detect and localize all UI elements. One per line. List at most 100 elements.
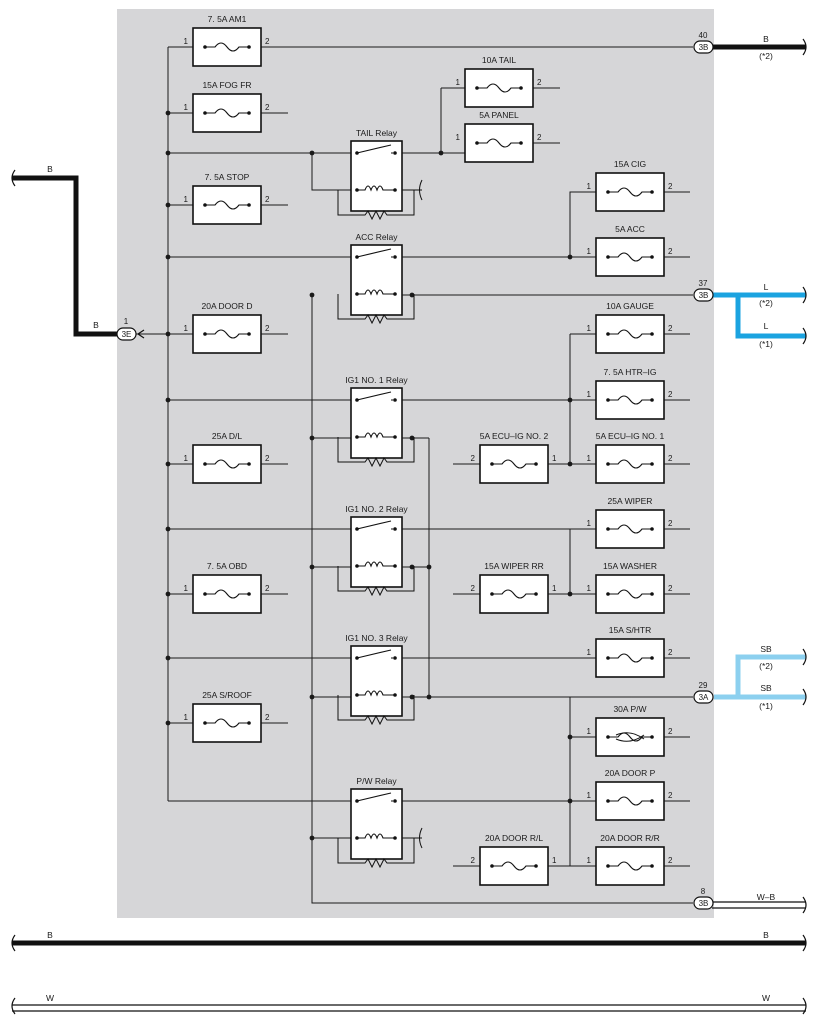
fuse-terminal: [534, 592, 538, 596]
connector-3b-37: 37 3B: [693, 279, 714, 302]
fuse-pin-out: 1: [552, 856, 557, 865]
relay-terminal: [393, 693, 397, 697]
fuse-terminal: [650, 190, 654, 194]
relay-open-end: [402, 179, 423, 201]
relay-terminal: [355, 836, 359, 840]
wire-color-label: B: [47, 164, 53, 174]
relay-switch: [356, 144, 393, 154]
fuse-element: [608, 524, 652, 534]
fuse-pin-out: 2: [668, 454, 673, 463]
fuse-element: [608, 732, 652, 742]
fuse-element: [608, 395, 652, 405]
fuse-terminal: [606, 398, 610, 402]
relay-coil: [357, 561, 395, 568]
fuse-element: [205, 108, 249, 118]
fuse-pin-out: 2: [668, 390, 673, 399]
fuse-pin-in: 2: [471, 584, 476, 593]
fuse-element: [205, 200, 249, 210]
fuse-element: [608, 252, 652, 262]
fuse-terminal: [534, 864, 538, 868]
fuse-terminal: [203, 332, 207, 336]
fuse-pin-out: 2: [668, 856, 673, 865]
fuse-terminal: [247, 721, 251, 725]
wire-color-label: SB: [760, 644, 772, 654]
harness-wires: [11, 38, 807, 1015]
fuse-pin-out: 2: [265, 37, 270, 46]
fuse-label: 5A ACC: [615, 224, 645, 234]
relay-terminal: [393, 255, 397, 259]
fuse-label: 25A S/ROOF: [202, 690, 252, 700]
relay-terminal: [355, 398, 359, 402]
relay-terminal: [355, 799, 359, 803]
connector-code: 3A: [699, 693, 709, 702]
fuse-terminal: [534, 462, 538, 466]
fuse-label: 15A WASHER: [603, 561, 657, 571]
fuse-terminal: [606, 527, 610, 531]
relay-terminal: [355, 435, 359, 439]
fuse-label: 25A D/L: [212, 431, 243, 441]
relay-terminal: [355, 292, 359, 296]
fuse-terminal: [650, 592, 654, 596]
relay-terminal: [393, 292, 397, 296]
fuse-element: [608, 861, 652, 871]
relay-coil: [357, 185, 395, 192]
relay-ig1-no1: IG1 NO. 1 Relay: [337, 375, 415, 468]
wire-color-label: W: [46, 993, 54, 1003]
fuse-pin-in: 1: [587, 454, 592, 463]
connector-code: 3B: [699, 43, 709, 52]
fuse-terminal: [606, 656, 610, 660]
relay-coil: [357, 833, 395, 840]
wire-option-note: (*2): [759, 51, 773, 61]
relay-resistor: [337, 695, 415, 726]
fuse-terminal: [519, 141, 523, 145]
fuse-element: [205, 329, 249, 339]
relay-label: P/W Relay: [356, 776, 397, 786]
fuse-element: [205, 589, 249, 599]
fuse-label: 15A WIPER RR: [484, 561, 544, 571]
connector-code: 3B: [699, 291, 709, 300]
fuse-label: 7. 5A STOP: [205, 172, 250, 182]
fuse-pin-out: 2: [537, 78, 542, 87]
relay-tail: TAIL Relay: [337, 128, 423, 221]
relay-label: IG1 NO. 2 Relay: [345, 504, 408, 514]
fuse-terminal: [650, 332, 654, 336]
fuse-label: 20A DOOR P: [605, 768, 656, 778]
fuse-terminal: [203, 45, 207, 49]
fuse-pin-in: 1: [456, 78, 461, 87]
fuse-element: [492, 459, 536, 469]
fuse-label: 5A PANEL: [479, 110, 519, 120]
relay-terminal: [393, 188, 397, 192]
connector-pin: 29: [699, 681, 708, 690]
relay-terminal: [355, 693, 359, 697]
fuse-terminal: [203, 592, 207, 596]
fuse-element-extra: [615, 734, 645, 742]
wire-color-label: W: [762, 993, 770, 1003]
fuse-terminal: [650, 735, 654, 739]
fuse-pin-out: 2: [668, 324, 673, 333]
fuse-terminal: [650, 255, 654, 259]
relay-switch: [356, 792, 393, 802]
fuse-pin-in: 1: [587, 727, 592, 736]
connector-code: 3E: [122, 330, 132, 339]
fuse-pin-out: 1: [552, 454, 557, 463]
fuse-pin-out: 2: [668, 727, 673, 736]
relay-terminal: [355, 255, 359, 259]
fuse-terminal: [606, 799, 610, 803]
wire-option-note: (*1): [759, 339, 773, 349]
fuse-pin-in: 1: [587, 247, 592, 256]
fuse-terminal: [247, 332, 251, 336]
relay-resistor: [337, 437, 415, 468]
fuse-terminal: [650, 656, 654, 660]
relay-coil: [357, 432, 395, 439]
fuse-label: 20A DOOR R/R: [600, 833, 660, 843]
